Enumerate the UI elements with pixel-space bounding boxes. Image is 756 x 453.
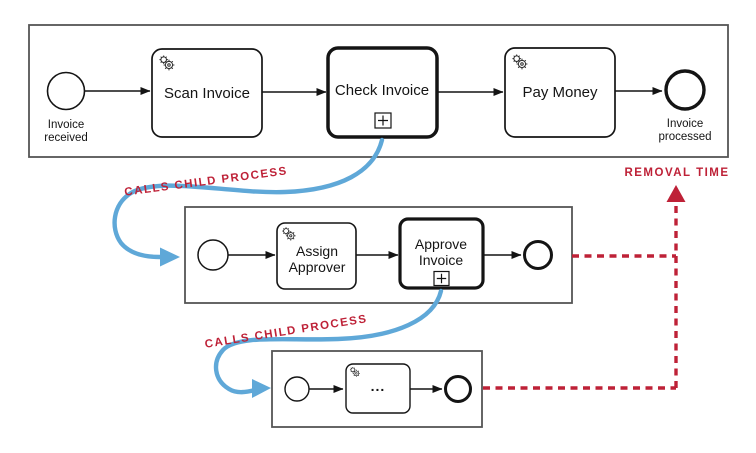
child2-end-event [444,375,472,403]
call-activity-check-invoice-label: Check Invoice [335,82,429,99]
call-activity-approve-invoice-label-line1: Approve [415,236,467,252]
end-event-label-line2: processed [658,131,711,143]
subprocess-plus-marker [374,112,392,129]
calls-child-process-arrowhead-1-icon [160,247,180,267]
calls-child-process-arrow-2 [213,288,444,395]
start-event-label-line2: received [44,132,87,144]
task-scan-invoice [151,48,263,138]
task-pay-money-label: Pay Money [522,84,598,101]
call-activity-approve-invoice-label-line2: Invoice [419,252,464,268]
removal-time-label: REMOVAL TIME [624,167,729,179]
start-event-label-line1: Invoice [48,119,84,131]
task-scan-invoice-label: Scan Invoice [164,85,250,102]
task-pay-money [504,47,616,138]
task-assign-approver-label-line1: Assign [296,243,338,259]
end-event-label-line1: Invoice [667,118,703,130]
end-event-invoice-processed [664,69,706,111]
calls-child-process-arrow-1 [112,137,385,260]
task-ellipsis-label: ... [371,378,386,394]
child1-end-event [523,240,553,270]
subprocess-plus-marker [433,270,450,287]
child2-start-event [284,376,310,402]
child1-start-event [197,239,229,271]
calls-child-process-label-2: CALLS CHILD PROCESS [204,313,368,351]
calls-child-process-arrowhead-2-icon [252,379,271,398]
call-activity-approve-invoice [398,217,485,290]
start-event-invoice-received [46,71,86,111]
task-assign-approver-label-line2: Approver [289,259,346,275]
removal-time-dashed-lines [483,202,678,390]
removal-time-arrowhead-icon [666,185,686,202]
task-assign-approver [276,222,357,290]
